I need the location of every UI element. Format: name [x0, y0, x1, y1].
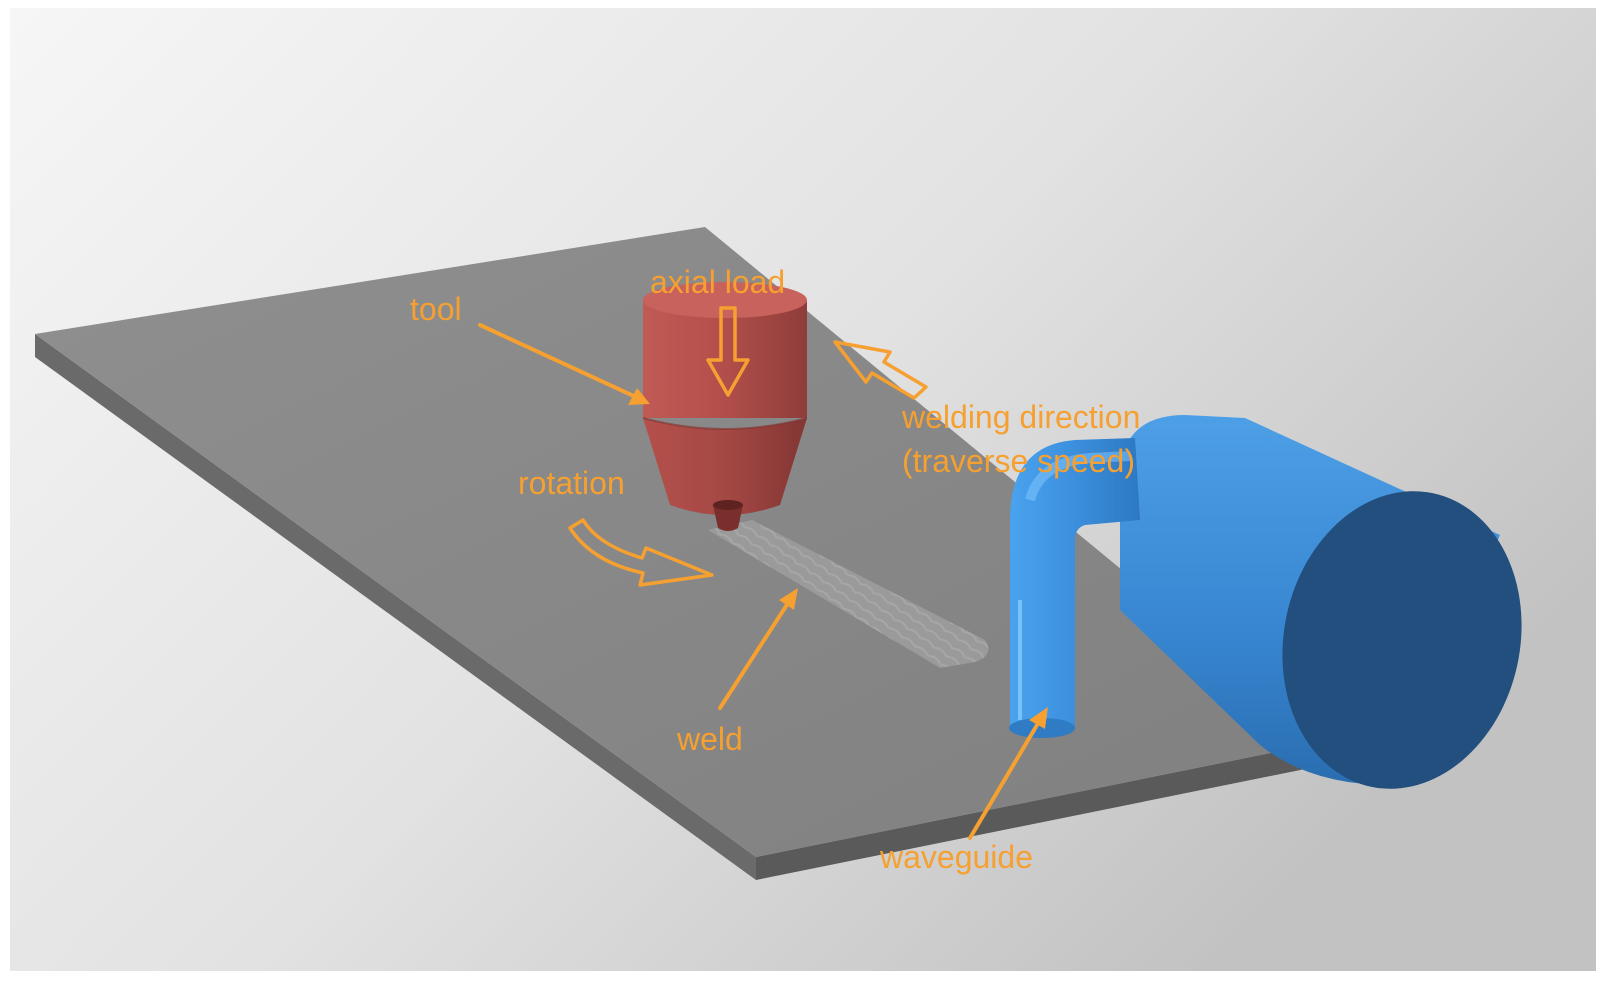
waveguide-assembly — [1009, 415, 1522, 789]
annotations — [478, 306, 1048, 840]
rotation-arrow — [568, 518, 714, 587]
label-weld: weld — [676, 721, 743, 757]
tool-arrow — [478, 323, 650, 405]
welding-direction-arrow — [833, 340, 928, 400]
label-rotation: rotation — [518, 465, 625, 501]
axial-load-arrow — [706, 306, 750, 397]
label-axial-load: axial load — [650, 264, 785, 300]
weld-seam — [708, 520, 989, 668]
label-tool: tool — [410, 291, 462, 327]
weld-arrow — [718, 588, 798, 710]
waveguide-arrow — [968, 707, 1048, 840]
label-waveguide: waveguide — [879, 839, 1033, 875]
workpiece-plate — [35, 227, 1330, 880]
fsw-tool — [642, 282, 808, 531]
label-traverse-speed: (traverse speed) — [902, 443, 1135, 479]
label-group: tool axial load welding direction (trave… — [410, 264, 1140, 875]
label-welding-direction: welding direction — [901, 399, 1140, 435]
